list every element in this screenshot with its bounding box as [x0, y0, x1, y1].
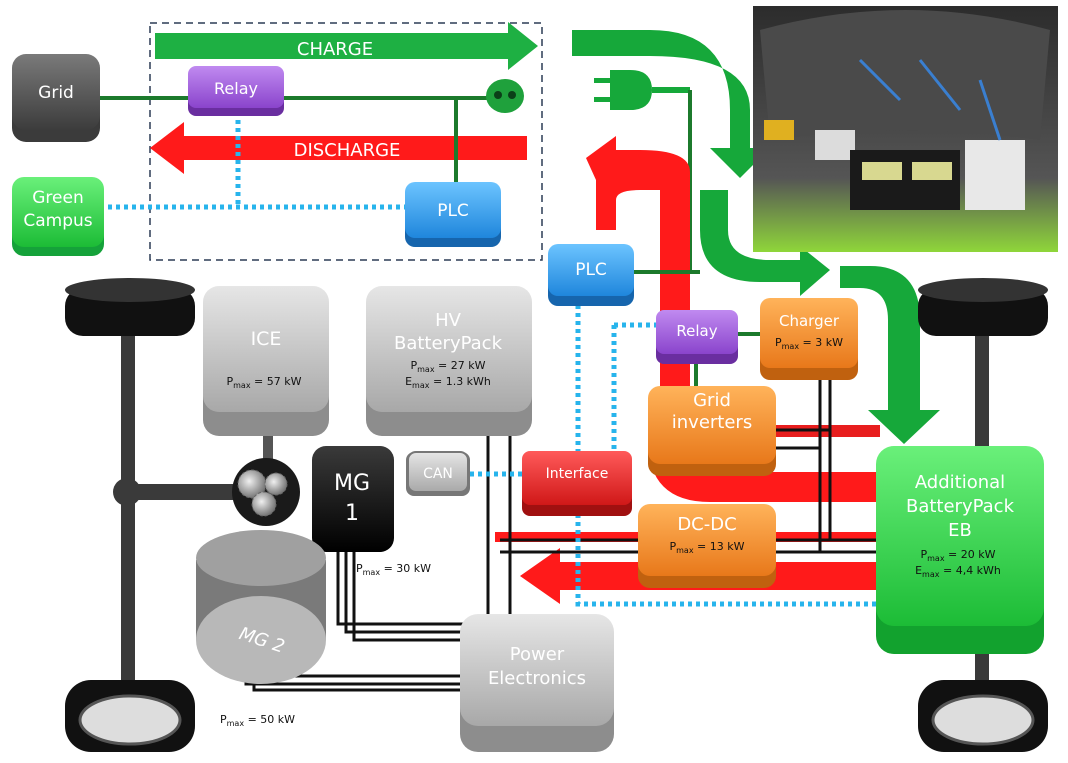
power-electronics-line1: Power [510, 644, 565, 665]
can-label: CAN [423, 466, 453, 482]
charger-pmax: Pmax = 3 kW [775, 336, 843, 351]
additional-battery-line1: Additional [915, 472, 1005, 493]
charger-block: Charger Pmax = 3 kW [760, 298, 858, 380]
hv-wires [236, 370, 880, 692]
additional-battery-pmax: Pmax = 20 kW [920, 548, 995, 563]
relay-mid-block: Relay [656, 310, 738, 364]
relay-mid-label: Relay [676, 322, 717, 340]
mg2-block: MG 2 Pmax = 50 kW [196, 530, 326, 728]
grid-inverters-line1: Grid [693, 390, 731, 411]
wheel-rear-right [918, 680, 1048, 752]
gear-icon [232, 458, 300, 526]
wheel-front-right [918, 278, 1048, 336]
discharge-arrow: DISCHARGE [150, 122, 527, 174]
dcdc-block: DC-DC Pmax = 13 kW [638, 504, 776, 588]
mg2-pmax: Pmax = 50 kW [220, 713, 295, 728]
additional-battery-line3: EB [948, 520, 972, 541]
plc-mid-block: PLC [548, 244, 634, 306]
relay-top-label: Relay [214, 79, 258, 98]
hv-battery-line1: HV [435, 310, 462, 331]
green-campus-block: Green Campus [12, 177, 104, 256]
can-block: CAN [406, 451, 470, 496]
mg1-line1: MG [334, 471, 370, 496]
hv-battery-line2: BatteryPack [394, 333, 503, 354]
grid-inverters-line2: inverters [672, 412, 752, 433]
discharge-label: DISCHARGE [294, 140, 401, 161]
plc-mid-label: PLC [575, 260, 607, 280]
dcdc-pmax: Pmax = 13 kW [669, 540, 744, 555]
plc-top-label: PLC [437, 201, 469, 221]
ice-label: ICE [251, 328, 282, 350]
hv-battery-pmax: Pmax = 27 kW [410, 359, 485, 374]
power-electronics-block: Power Electronics [460, 614, 614, 752]
wheel-front-left [65, 278, 195, 336]
dcdc-label: DC-DC [677, 514, 736, 535]
additional-battery-line2: BatteryPack [906, 496, 1015, 517]
wheel-rear-left [65, 680, 195, 752]
charge-flow-arrow [572, 30, 940, 444]
can-dotted-lines [470, 305, 884, 607]
socket-icon [486, 79, 524, 113]
interface-label: Interface [546, 466, 609, 482]
power-electronics-line2: Electronics [488, 668, 586, 689]
charge-label: CHARGE [297, 39, 373, 60]
grid-inverters-block: Grid inverters [648, 386, 776, 476]
interface-block: Interface [522, 451, 632, 516]
mg1-block: MG 1 Pmax = 30 kW [312, 446, 431, 577]
green-campus-line2: Campus [23, 211, 92, 231]
mg1-pmax: Pmax = 30 kW [356, 562, 431, 577]
ice-pmax: Pmax = 57 kW [226, 375, 301, 390]
plc-top-block: PLC [405, 182, 501, 247]
relay-top-block: Relay [188, 66, 284, 116]
charge-arrow: CHARGE [155, 22, 538, 70]
grid-connection-frame [149, 22, 543, 261]
additional-battery-block: Additional BatteryPack EB Pmax = 20 kW E… [876, 446, 1044, 654]
ice-block: ICE Pmax = 57 kW [203, 286, 329, 436]
grid-block: Grid [12, 54, 100, 142]
hv-battery-emax: Emax = 1.3 kWh [405, 375, 491, 390]
green-campus-line1: Green [32, 188, 83, 208]
hv-battery-block: HV BatteryPack Pmax = 27 kW Emax = 1.3 k… [366, 286, 532, 436]
additional-battery-emax: Emax = 4,4 kWh [915, 564, 1001, 579]
car-trunk-photo [753, 6, 1058, 252]
grid-label: Grid [38, 83, 74, 103]
mg1-line2: 1 [345, 501, 359, 526]
charger-label: Charger [779, 312, 840, 330]
